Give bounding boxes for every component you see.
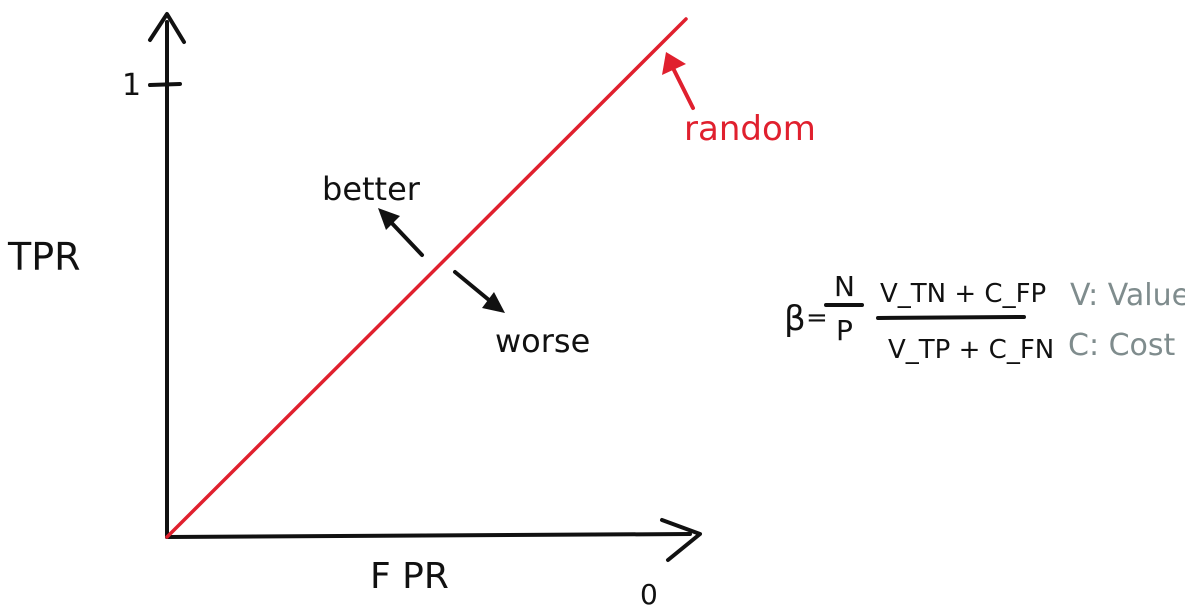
- x-tick-label: 0: [640, 578, 658, 610]
- x-axis-arrowhead: [660, 518, 702, 562]
- random-classifier-line: [165, 17, 688, 539]
- formula-ratio-denominator: P: [836, 314, 853, 347]
- x-axis: [165, 532, 692, 539]
- beta-formula: β = N P V_TN + C_FP V_TP + C_FN: [784, 270, 1054, 365]
- formula-fraction-bar: [876, 315, 1026, 320]
- y-axis-arrowhead: [148, 12, 186, 44]
- random-annotation: random: [684, 109, 816, 149]
- better-annotation: better: [322, 170, 421, 208]
- legend-cost: C: Cost: [1068, 328, 1176, 363]
- formula-beta: β: [784, 299, 806, 339]
- worse-arrow: [453, 270, 497, 307]
- x-axis-label: F PR: [370, 556, 449, 597]
- formula-numerator: V_TN + C_FP: [880, 279, 1046, 309]
- better-arrow: [385, 216, 424, 257]
- y-axis-label: TPR: [7, 235, 81, 279]
- better-arrowhead: [378, 208, 400, 230]
- worse-annotation: worse: [495, 322, 590, 360]
- legend-value: V: Value: [1070, 278, 1185, 313]
- worse-arrowhead: [482, 292, 505, 313]
- y-tick-label: 1: [122, 68, 141, 103]
- formula-equals: =: [806, 303, 828, 333]
- random-arrowhead: [662, 52, 686, 75]
- y-tick-1: [148, 82, 182, 87]
- formula-denominator: V_TP + C_FN: [888, 335, 1054, 365]
- formula-ratio-numerator: N: [834, 270, 855, 303]
